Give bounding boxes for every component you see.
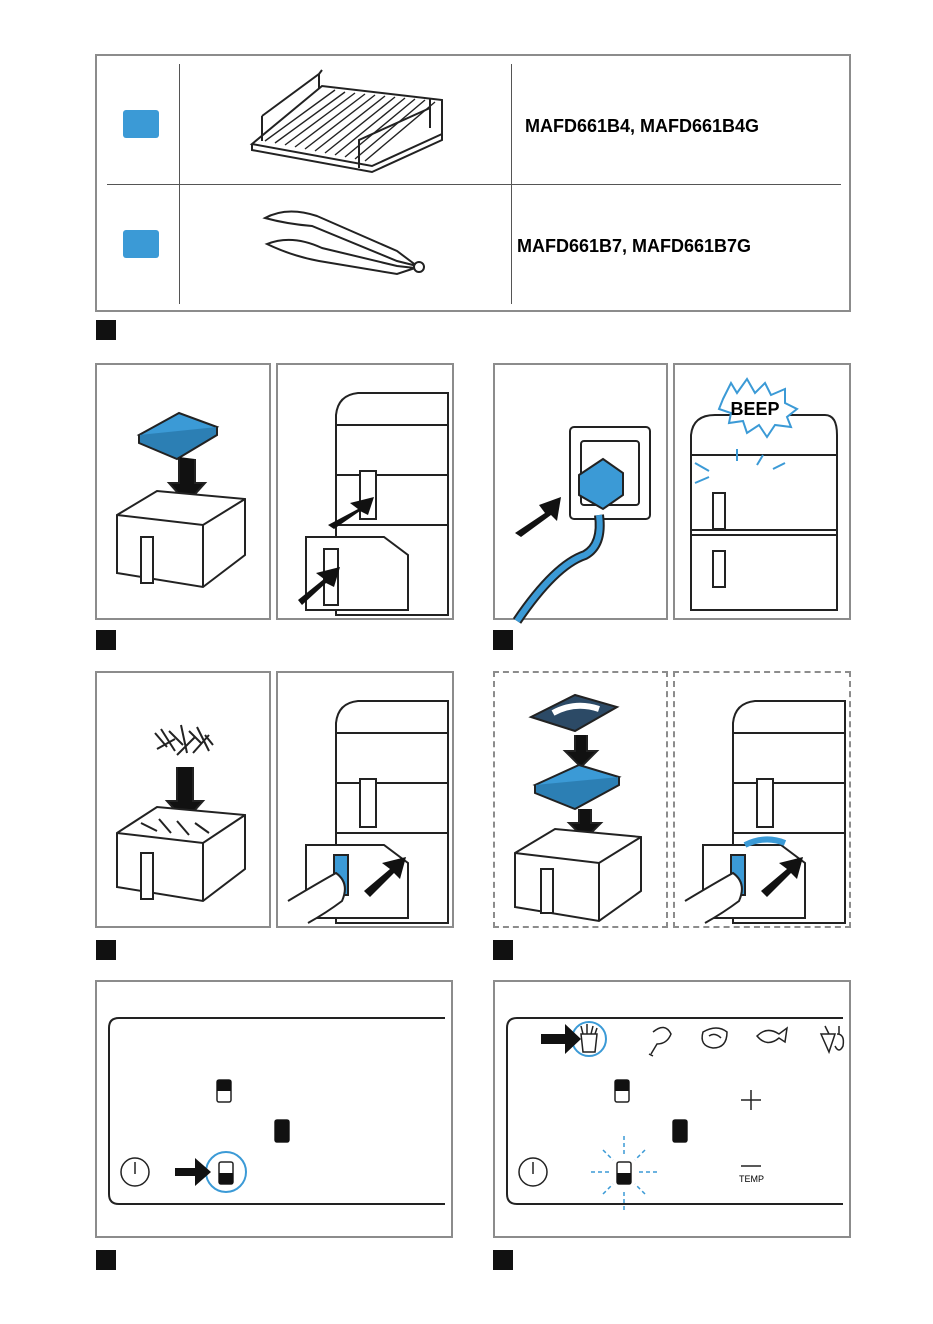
beep-text: BEEP <box>730 399 779 419</box>
step-marker <box>96 1250 116 1270</box>
step-marker <box>96 940 116 960</box>
model-label-tongs: MAFD661B7, MAFD661B7G <box>517 236 751 257</box>
panel-plug-in <box>493 363 668 620</box>
panel-power-on <box>95 980 453 1238</box>
step-marker <box>96 630 116 650</box>
step-marker <box>493 1250 513 1270</box>
panel-push-rack-basket <box>673 671 851 928</box>
plug-socket-illustration <box>495 365 670 622</box>
fries-into-basket-illustration <box>97 673 273 930</box>
control-panel-power-illustration <box>97 982 455 1240</box>
push-basket-illustration <box>278 673 456 930</box>
step-marker <box>96 320 116 340</box>
panel-beep: BEEP <box>673 363 851 620</box>
step-marker <box>493 940 513 960</box>
airfryer-beep-illustration: BEEP <box>675 365 853 622</box>
model-label-rack: MAFD661B4, MAFD661B4G <box>525 116 759 137</box>
push-rack-basket-illustration <box>675 673 853 930</box>
step-marker <box>493 630 513 650</box>
rack-with-sausages-illustration <box>495 673 670 930</box>
control-panel-program-illustration <box>495 982 853 1240</box>
accessory-table: MAFD661B4, MAFD661B4G MAFD661B7, MAFD661… <box>95 54 851 312</box>
panel-add-fries <box>95 671 271 928</box>
panel-insert-grid <box>95 363 271 620</box>
panel-insert-basket <box>276 363 454 620</box>
panel-push-basket <box>276 671 454 928</box>
panel-add-rack-food <box>493 671 668 928</box>
basket-with-grid-illustration <box>97 365 273 622</box>
panel-select-program: TEMP <box>493 980 851 1238</box>
airfryer-insert-illustration <box>278 365 456 622</box>
tongs-icon <box>97 56 853 314</box>
temp-label: TEMP <box>739 1174 764 1184</box>
